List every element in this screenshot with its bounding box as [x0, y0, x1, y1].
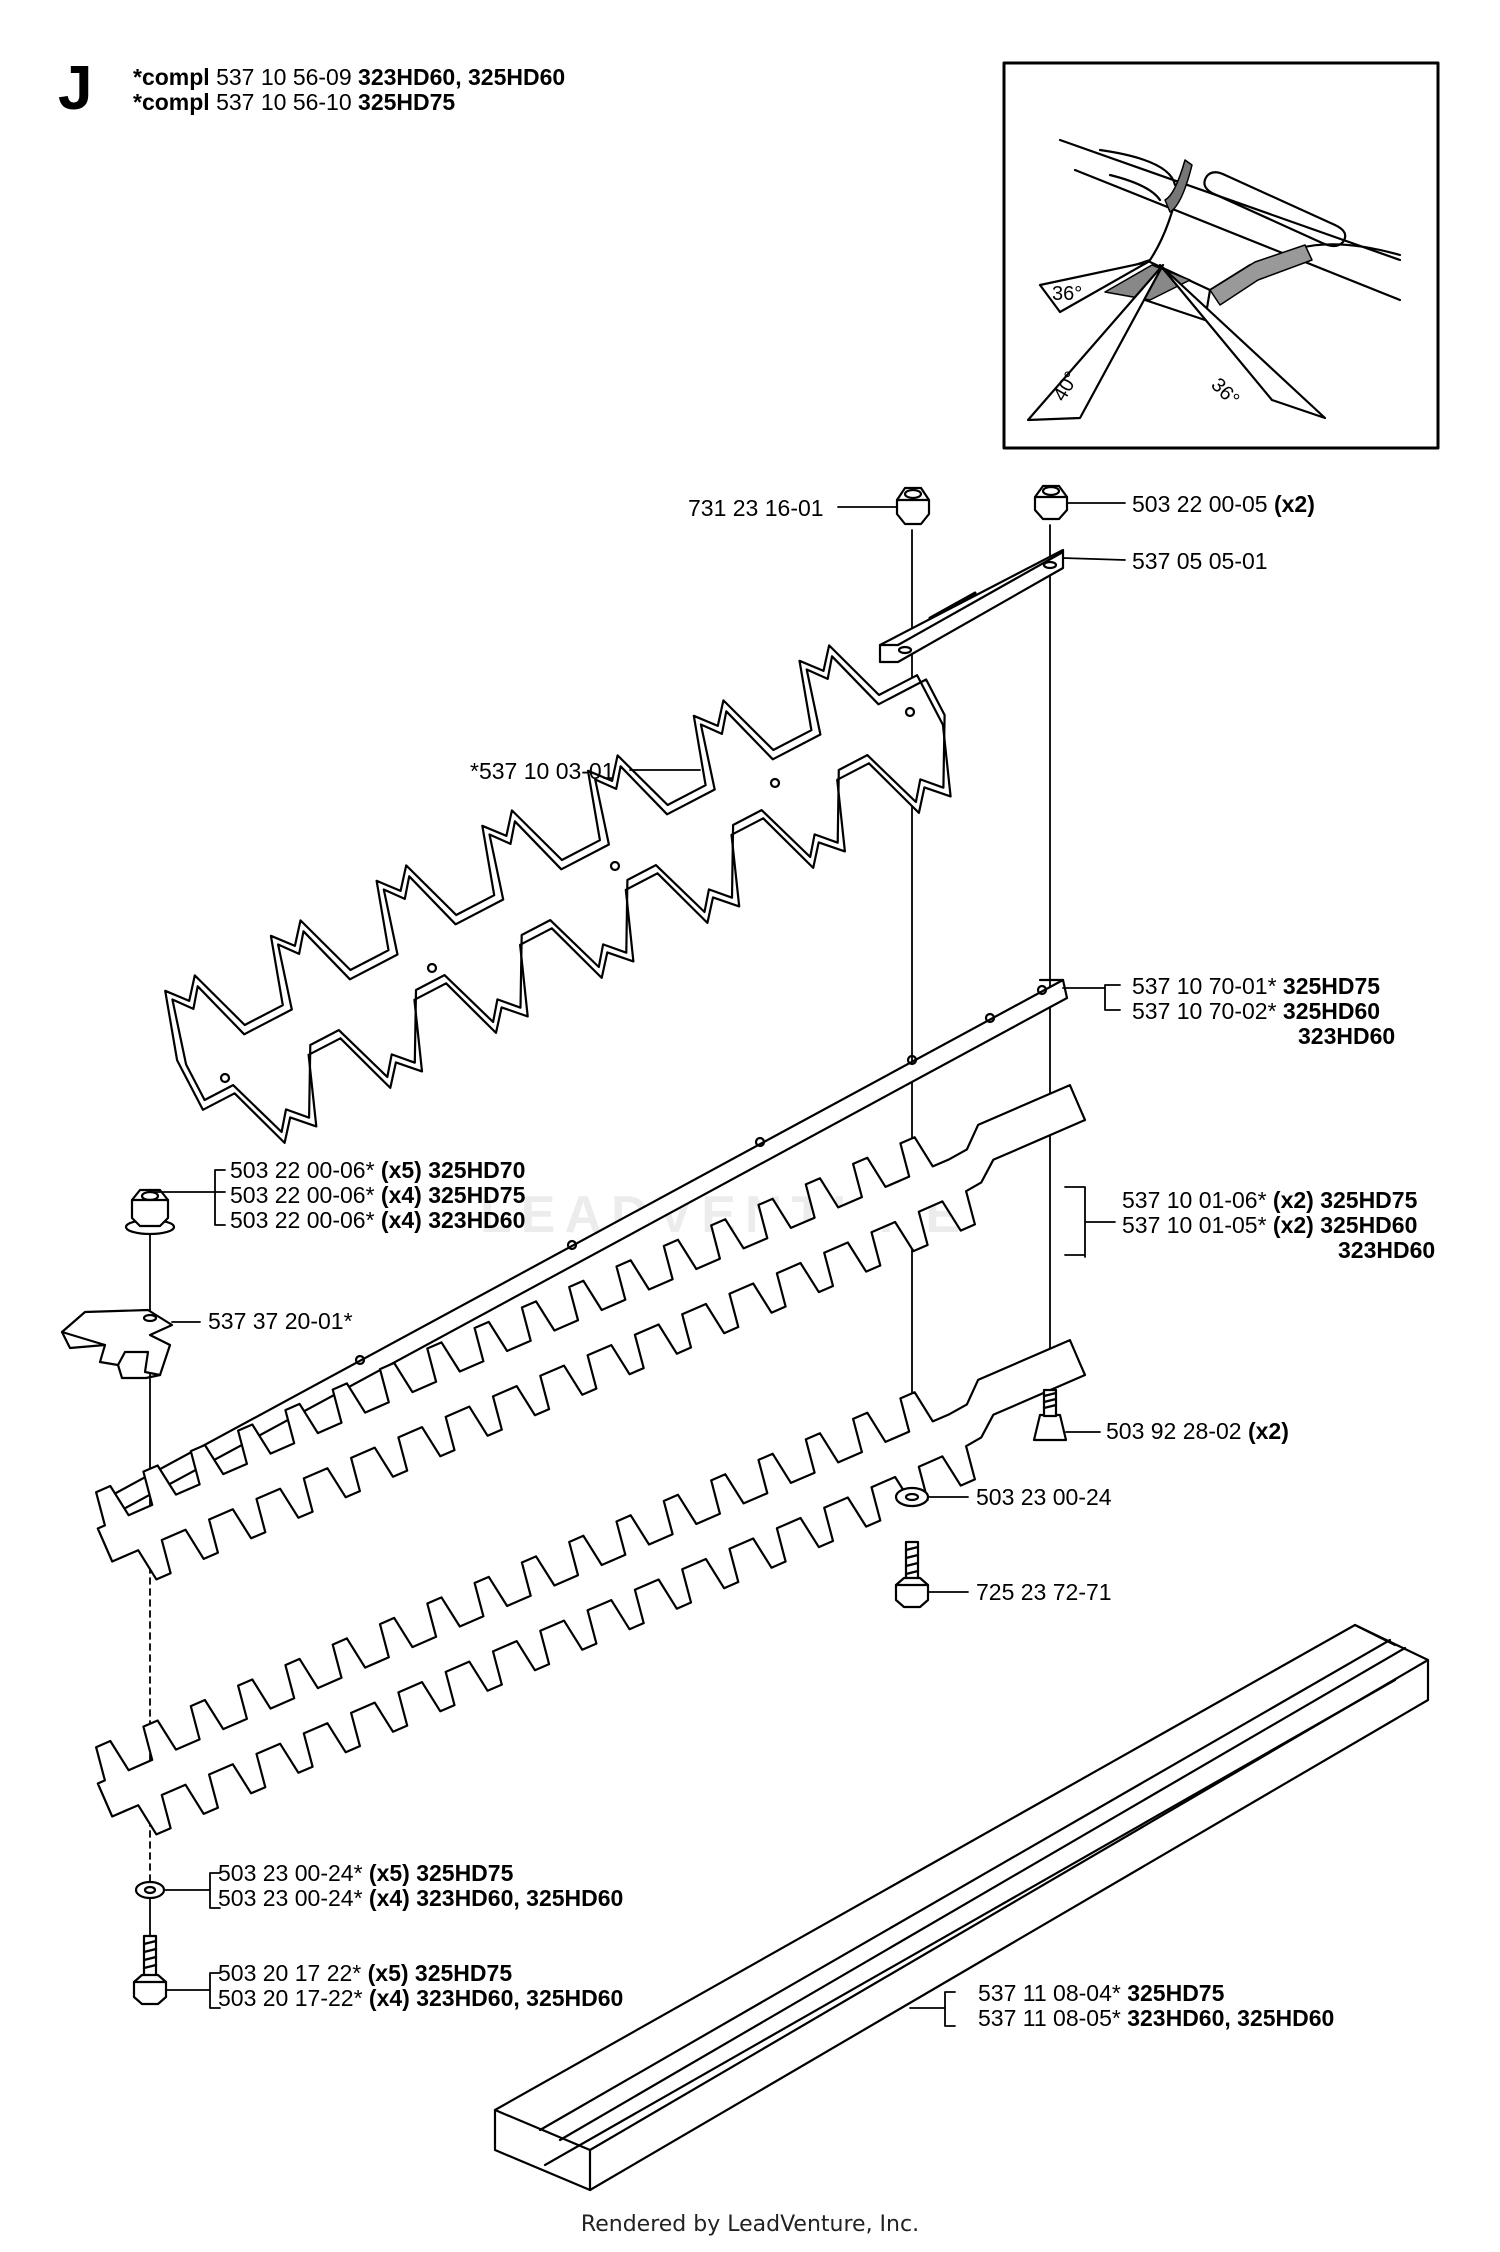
- callout-bolt-center: 725 23 72-71: [976, 1579, 1112, 1605]
- top-plate-drawing: [878, 548, 1065, 664]
- inset-angle-1: 36°: [1052, 283, 1082, 305]
- nut-top-right-drawing: [1033, 484, 1069, 521]
- callout-bar-plate-line-1: 537 10 70-01* 325HD75: [1132, 973, 1381, 999]
- callout-bolts-left-line-2: 503 20 17-22* (x4) 323HD60, 325HD60: [218, 1985, 624, 2011]
- callout-nut-top-right: 503 22 00-05 (x2): [1132, 491, 1315, 517]
- callout-flange-nuts-line-3: 503 22 00-06* (x4) 323HD60: [230, 1207, 526, 1233]
- bolt-left-drawing: [132, 1934, 168, 2006]
- bolt-center-drawing: [894, 1540, 930, 1609]
- callout-washer-center: 503 23 00-24: [976, 1484, 1112, 1510]
- transport-guard-drawing: [493, 1623, 1430, 2192]
- callout-transport-guard-line-1: 537 11 08-04* 325HD75: [978, 1980, 1225, 2006]
- nut-top-left-drawing: [895, 486, 931, 526]
- callout-washers-left-line-1: 503 23 00-24* (x5) 325HD75: [218, 1860, 514, 1886]
- callout-bolts-left-line-1: 503 20 17 22* (x5) 325HD75: [218, 1960, 513, 1986]
- blade-guard-drawing: [164, 644, 952, 1144]
- inset-detail: [1002, 61, 1440, 450]
- footer-credit: Rendered by LeadVenture, Inc.: [580, 2212, 920, 2237]
- callout-blade-guard: *537 10 03-01: [470, 758, 615, 784]
- assembly-line-2: *compl 537 10 56-10 325HD75: [133, 89, 456, 115]
- flange-nut-drawing: [124, 1188, 176, 1236]
- callout-bar-plate-line-2: 537 10 70-02* 325HD60: [1132, 998, 1381, 1024]
- section-letter: J: [58, 54, 93, 123]
- callout-top-plate: 537 05 05-01: [1132, 548, 1268, 574]
- callout-flange-nuts-line-1: 503 22 00-06* (x5) 325HD70: [230, 1157, 526, 1183]
- leader-lines: [149, 502, 1126, 2027]
- callout-flange-nuts-line-2: 503 22 00-06* (x4) 325HD75: [230, 1182, 526, 1208]
- callout-blades-line-2: 537 10 01-05* (x2) 325HD60: [1122, 1212, 1418, 1238]
- callout-blades-line-1: 537 10 01-06* (x2) 325HD75: [1122, 1187, 1418, 1213]
- upper-blade-drawing: [95, 1084, 1087, 1581]
- guide-drawing: [60, 1308, 174, 1380]
- screw-right-drawing: [1032, 1388, 1068, 1442]
- inset-angle-3: 36°: [1206, 374, 1243, 411]
- callout-washers-left-line-2: 503 23 00-24* (x4) 323HD60, 325HD60: [218, 1885, 624, 1911]
- callout-screw-right: 503 92 28-02 (x2): [1106, 1418, 1289, 1444]
- callout-blades-line-3: 323HD60: [1338, 1237, 1436, 1263]
- callout-guide: 537 37 20-01*: [208, 1308, 353, 1334]
- callout-transport-guard-line-2: 537 11 08-05* 323HD60, 325HD60: [978, 2005, 1335, 2031]
- callout-bar-plate-line-3: 323HD60: [1298, 1023, 1396, 1049]
- callout-nut-top-left: 731 23 16-01: [688, 495, 824, 521]
- washer-left-drawing: [134, 1880, 166, 1900]
- washer-center-drawing: [894, 1486, 930, 1508]
- assembly-line-1: *compl 537 10 56-09 323HD60, 325HD60: [133, 64, 566, 90]
- lower-blade-drawing: [95, 1339, 1087, 1836]
